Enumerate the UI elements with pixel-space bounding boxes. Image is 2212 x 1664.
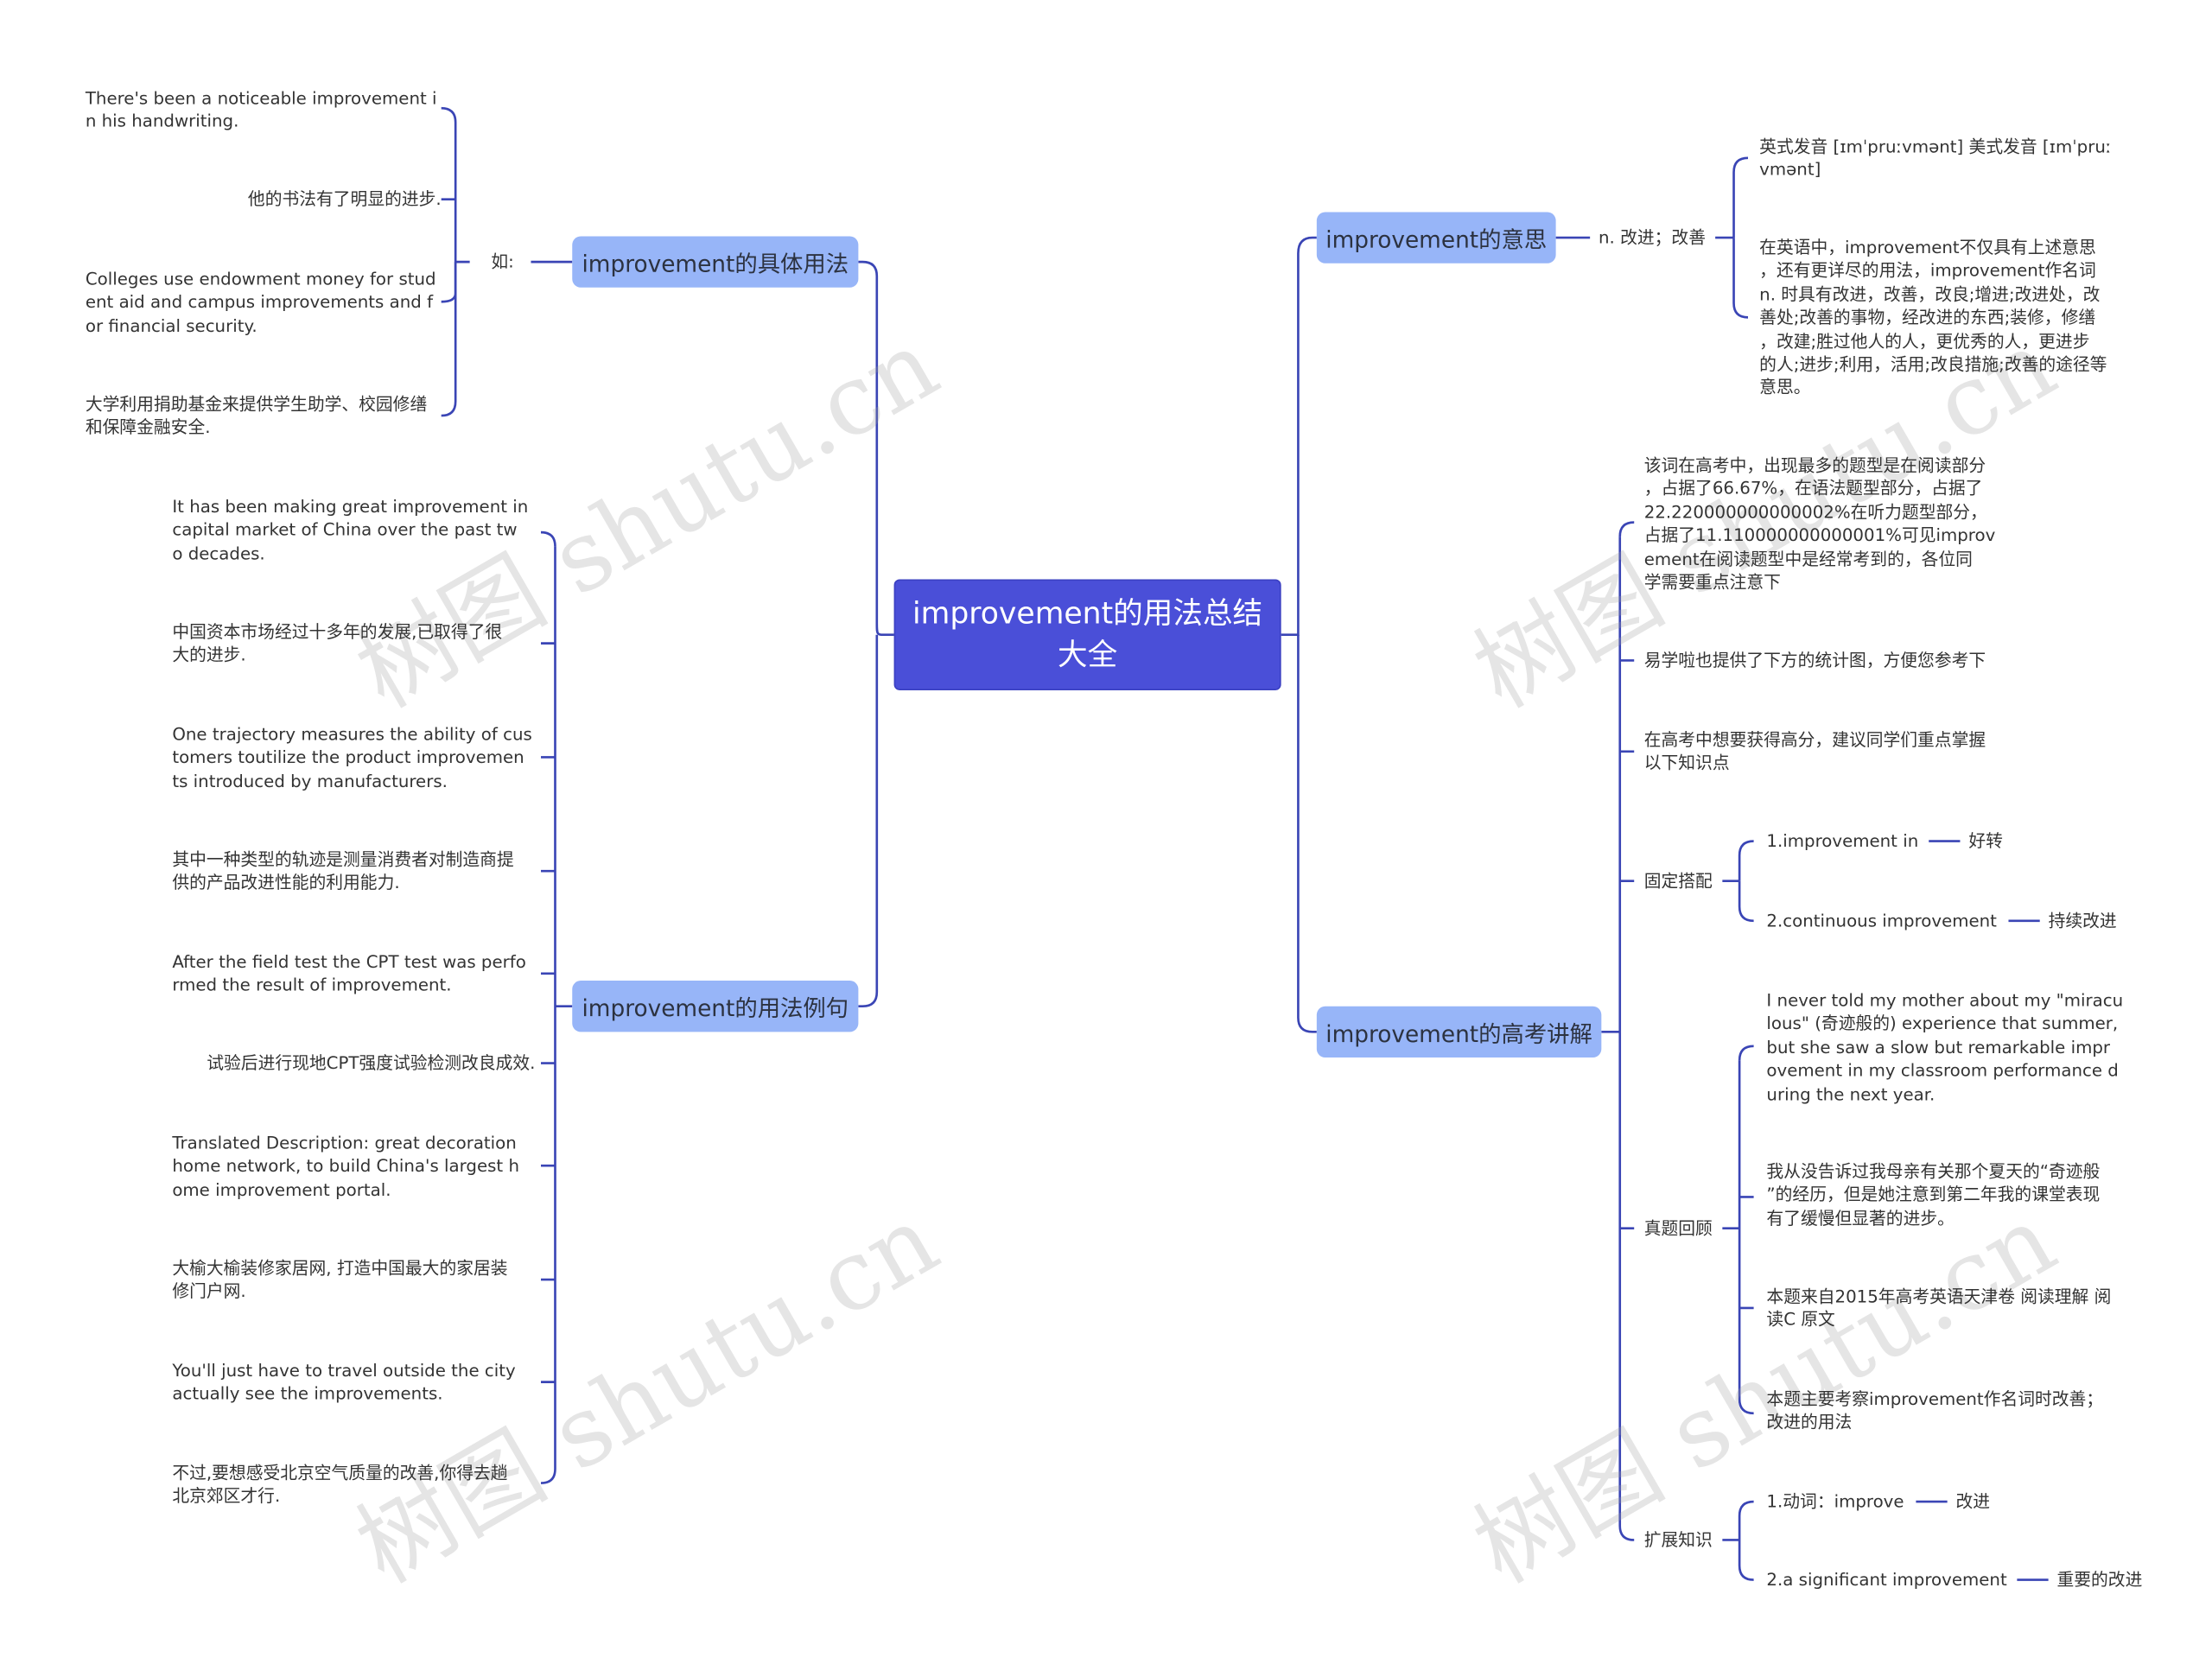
extend-phrase: 2.a significant improvement bbox=[1766, 1570, 2007, 1591]
review-item: I never told my mother about my "miracu … bbox=[1766, 990, 2124, 1104]
extend-phrase: 1.动词：improve bbox=[1766, 1491, 1904, 1512]
example-item: You'll just have to travel outside the c… bbox=[172, 1360, 516, 1405]
extend-label: 扩展知识 bbox=[1643, 1529, 1713, 1551]
branch-exam[interactable]: improvement的高考讲解 bbox=[1316, 1006, 1602, 1058]
example-item: One trajectory measures the ability of c… bbox=[172, 724, 532, 791]
review-label: 真题回顾 bbox=[1643, 1218, 1713, 1239]
fixed-phrase: 1.improvement in bbox=[1766, 831, 1919, 852]
review-item: 本题主要考察improvement作名词时改善； 改进的用法 bbox=[1766, 1388, 2104, 1432]
example-item: 其中一种类型的轨迹是测量消费者对制造商提 供的产品改进性能的利用能力. bbox=[172, 849, 514, 893]
fixed-meaning: 好转 bbox=[1968, 831, 2003, 852]
branch-meaning[interactable]: improvement的意思 bbox=[1316, 212, 1556, 264]
meaning-detail: 在英语中，improvement不仅具有上述意思 ，还有更详尽的用法，impro… bbox=[1759, 238, 2107, 398]
example-item: Translated Description: great decoration… bbox=[172, 1133, 519, 1200]
connector-label: 如: bbox=[491, 251, 514, 272]
root-node[interactable]: improvement的用法总结大全 bbox=[893, 579, 1281, 690]
meaning-pos: n. 改进；改善 bbox=[1599, 227, 1706, 248]
branch-specific-usage[interactable]: improvement的具体用法 bbox=[572, 236, 859, 288]
branch-example-sentences[interactable]: improvement的用法例句 bbox=[572, 981, 859, 1032]
exam-stats: 该词在高考中，出现最多的题型是在阅读部分 ，占据了66.67%，在语法题型部分，… bbox=[1643, 455, 1996, 593]
meaning-pronunciation: 英式发音 [ɪmˈpruːvmənt] 美式发音 [ɪmˈpruː vmənt] bbox=[1759, 137, 2112, 181]
example-item: 不过,要想感受北京空气质量的改善,你得去趟 北京郊区才行. bbox=[172, 1463, 508, 1507]
fixed-meaning: 持续改进 bbox=[2048, 911, 2117, 931]
example-item: 大榆大榆装修家居网, 打造中国最大的家居装 修门户网. bbox=[172, 1258, 508, 1302]
usage-item: Colleges use endowment money for stud en… bbox=[85, 269, 436, 336]
review-item: 本题来自2015年高考英语天津卷 阅读理解 阅 读C 原文 bbox=[1766, 1286, 2112, 1331]
usage-item: 大学利用捐助基金来提供学生助学、校园修缮 和保障金融安全. bbox=[85, 394, 428, 438]
extend-meaning: 重要的改进 bbox=[2056, 1570, 2143, 1591]
usage-item: 他的书法有了明显的进步. bbox=[247, 189, 442, 210]
usage-item: There's been a noticeable improvement i … bbox=[85, 88, 437, 132]
fixed-phrase: 2.continuous improvement bbox=[1766, 911, 1997, 931]
exam-chart-note: 易学啦也提供了下方的统计图，方便您参考下 bbox=[1643, 650, 1986, 670]
example-item: 中国资本市场经过十多年的发展,已取得了很 大的进步. bbox=[172, 621, 503, 666]
extend-meaning: 改进 bbox=[1955, 1491, 1991, 1512]
exam-advice: 在高考中想要获得高分，建议同学们重点掌握 以下知识点 bbox=[1643, 730, 1986, 774]
review-item: 我从没告诉过我母亲有关那个夏天的“奇迹般 ”的经历，但是她注意到第二年我的课堂表… bbox=[1766, 1161, 2101, 1229]
fixed-collocation-label: 固定搭配 bbox=[1643, 871, 1713, 892]
example-item: It has been making great improvement in … bbox=[172, 496, 529, 564]
example-item: After the field test the CPT test was pe… bbox=[172, 952, 526, 996]
example-item: 试验后进行现地CPT强度试验检测改良成效. bbox=[207, 1053, 536, 1074]
